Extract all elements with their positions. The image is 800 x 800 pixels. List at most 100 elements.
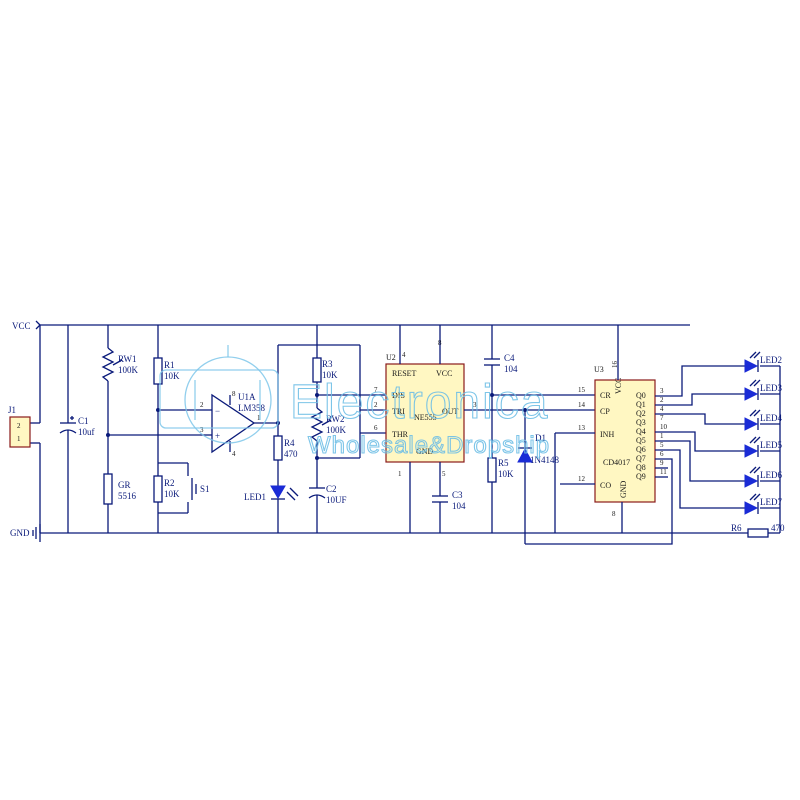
u3-pin-co: CO — [600, 481, 611, 490]
r1-ref: R1 — [164, 360, 175, 370]
u3-pin-cp: CP — [600, 407, 610, 416]
u2-num-6: 6 — [374, 424, 378, 432]
capacitor-c1 — [59, 325, 77, 533]
u3-num-q5: 1 — [660, 432, 664, 440]
led-2-ref: LED2 — [760, 355, 782, 365]
s1-ref: S1 — [200, 484, 210, 494]
u1-pin2: 2 — [200, 401, 204, 409]
u3-num-q3: 7 — [660, 414, 664, 422]
ic-u3-cd4017 — [554, 325, 656, 533]
u3-ref: U3 — [594, 365, 604, 374]
r2-ref: R2 — [164, 478, 175, 488]
u3-num-16: 16 — [611, 361, 619, 369]
u3-num-13: 13 — [578, 424, 586, 432]
diode-d1 — [517, 410, 533, 544]
led1 — [270, 485, 299, 533]
u3-pin-q0: Q0 — [636, 391, 646, 400]
watermark-logo — [159, 345, 279, 444]
rw1-value: 100K — [118, 365, 139, 375]
switch-s1 — [158, 462, 197, 514]
svg-text:−: − — [215, 406, 220, 416]
c2-value: 10UF — [326, 495, 347, 505]
u2-pin-gnd: GND — [416, 447, 434, 456]
c3-value: 104 — [452, 501, 466, 511]
u2-num-2: 2 — [374, 401, 378, 409]
r3-ref: R3 — [322, 359, 333, 369]
u3-num-8: 8 — [612, 510, 616, 518]
u3-num-q4: 10 — [660, 423, 668, 431]
u2-ref: U2 — [386, 353, 396, 362]
capacitor-c2 — [308, 487, 326, 533]
watermark-line2: Wholesale&Dropship — [308, 432, 550, 459]
vcc-label: VCC — [12, 321, 31, 331]
gr-value: 5516 — [118, 491, 137, 501]
u3-num-q6: 5 — [660, 441, 664, 449]
u3-outputs: Q0 Q1 Q2 Q3 Q4 Q5 Q6 Q7 Q8 Q9 3 2 4 7 10… — [525, 365, 745, 545]
capacitor-c4 — [484, 325, 500, 458]
connector-j1 — [9, 416, 31, 448]
led-5: LED5 — [744, 436, 782, 458]
u2-pin-reset: RESET — [392, 369, 417, 378]
u1-pin4: 4 — [232, 450, 236, 458]
u1-pin3: 3 — [200, 426, 204, 434]
led1-ref: LED1 — [244, 492, 266, 502]
resistor-r2 — [153, 475, 163, 533]
ic-u2-ne555 — [372, 325, 525, 533]
svg-text:+: + — [215, 431, 220, 441]
u2-num-5: 5 — [442, 470, 446, 478]
rw2-ref: RW2 — [326, 414, 345, 424]
led-3: LED3 — [744, 379, 782, 401]
led-4: LED4 — [744, 409, 782, 431]
d1-value: 1N4148 — [530, 455, 559, 465]
rw2-value: 100K — [326, 425, 347, 435]
u3-pin-cr: CR — [600, 391, 611, 400]
resistor-r1 — [153, 325, 163, 476]
rw1-ref: RW1 — [118, 354, 137, 364]
led-3-ref: LED3 — [760, 383, 782, 393]
r5-ref: R5 — [498, 458, 509, 468]
vcc-rail — [35, 320, 690, 330]
resistor-r5 — [487, 457, 497, 533]
gnd-label: GND — [10, 528, 30, 538]
r3-value: 10K — [322, 370, 338, 380]
u2-num-4: 4 — [402, 351, 406, 359]
c2-ref: C2 — [326, 484, 337, 494]
u2-part: NE555 — [414, 413, 437, 422]
d1-ref: D1 — [535, 433, 546, 443]
u3-pin-q7: Q7 — [636, 454, 646, 463]
r6-ref: R6 — [731, 523, 742, 533]
led-5-ref: LED5 — [760, 440, 782, 450]
u1a-value: LM358 — [238, 403, 266, 413]
u3-pin-q6: Q6 — [636, 445, 646, 454]
r5-value: 10K — [498, 469, 514, 479]
u2-pin-dis: DIS — [392, 391, 405, 400]
u3-pin-inh: INH — [600, 430, 614, 439]
u3-num-15: 15 — [578, 386, 586, 394]
connector-j1-pin1: 1 — [17, 435, 21, 443]
u2-pin-out: OUT — [442, 407, 459, 416]
r4-value: 470 — [284, 449, 298, 459]
watermark-line1: Electronica — [290, 376, 549, 429]
potentiometer-rw1 — [101, 325, 123, 474]
u3-pin-q5: Q5 — [636, 436, 646, 445]
capacitor-c3 — [432, 495, 448, 533]
c4-ref: C4 — [504, 353, 515, 363]
u3-pin-vcc: VCC — [614, 378, 623, 394]
u3-num-12: 12 — [578, 475, 586, 483]
u3-pin-q1: Q1 — [636, 400, 646, 409]
potentiometer-rw2 — [310, 407, 332, 488]
c3-ref: C3 — [452, 490, 463, 500]
u2-num-3: 3 — [473, 401, 477, 409]
r2-value: 10K — [164, 489, 180, 499]
c1-ref: C1 — [78, 416, 89, 426]
u3-num-q1: 2 — [660, 396, 664, 404]
r6-value: 470 — [771, 523, 785, 533]
u1-pin1: 1 — [257, 414, 261, 422]
u3-num-q8: 9 — [660, 459, 664, 467]
u2-pin-thr: THR — [392, 430, 409, 439]
u3-pin-q4: Q4 — [636, 427, 646, 436]
u3-num-14: 14 — [578, 401, 586, 409]
u3-pin-gnd: GND — [619, 480, 628, 498]
